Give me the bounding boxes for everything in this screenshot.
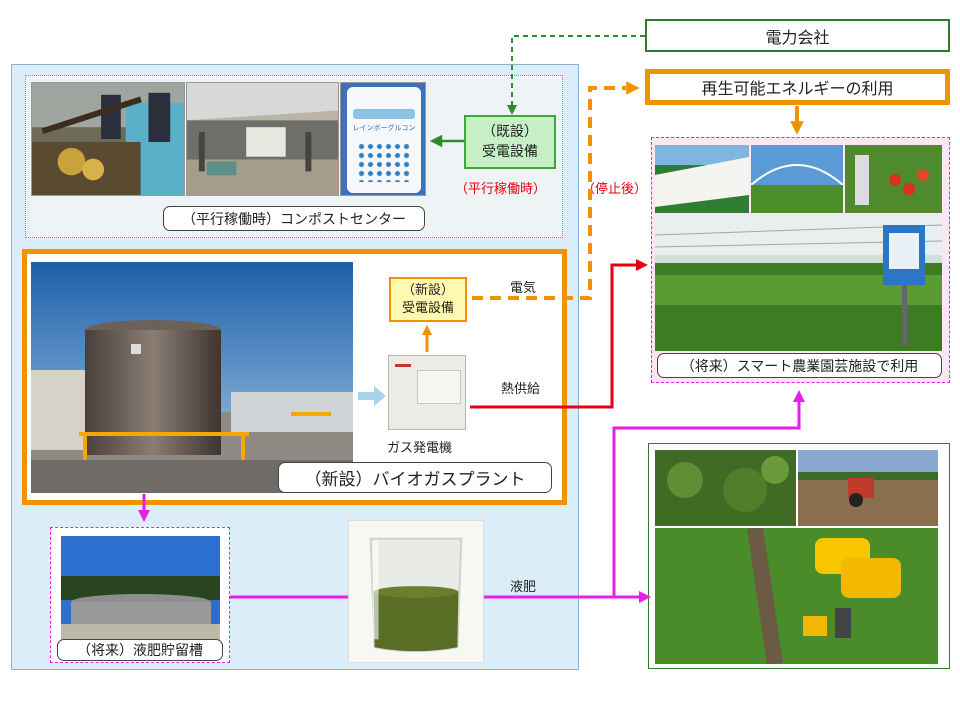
compost-bag-label: レインボーグルコン [352, 124, 416, 132]
parallel-operation-note: （平行稼働時） [455, 182, 547, 197]
gas-generator [388, 355, 466, 430]
power-company: 電力会社 [645, 19, 950, 52]
existing-substation: （既設） 受電設備 [464, 115, 556, 169]
biogas-plant-label: （新設）バイオガスプラント [278, 462, 552, 493]
smart-farm-label: （将来）スマート農業園芸施設で利用 [657, 353, 942, 378]
gas-generator-panel [417, 370, 461, 404]
compost-bag-band [353, 109, 415, 119]
smart-farm-photo-main [655, 215, 942, 351]
gas-feed-arrow [358, 386, 386, 406]
heat-supply-label: 熱供給 [501, 382, 541, 397]
edge-new-substation-to-renewable [472, 81, 640, 300]
compost-bag: レインボーグルコン [347, 87, 421, 193]
compost-photo-facility [186, 82, 339, 196]
edge-heat-supply [470, 259, 648, 409]
field-photo-paddy [655, 528, 938, 664]
smart-farm-photo-3 [845, 145, 942, 213]
electricity-label: 電気 [510, 281, 537, 296]
gas-generator-label: ガス発電機 [387, 441, 453, 456]
compost-photo-workers [31, 82, 185, 196]
edge-fertilizer-to-smartfarm [612, 390, 805, 597]
edge-power-to-existing [507, 35, 645, 115]
liquid-fertilizer-label: 液肥 [510, 580, 537, 595]
compost-photo-bag: レインボーグルコン [340, 82, 426, 196]
field-photo-soybean [655, 450, 796, 526]
renewable-energy: 再生可能エネルギーの利用 [645, 69, 950, 105]
new-substation: （新設） 受電設備 [389, 277, 467, 322]
gas-generator-stripe [395, 364, 411, 367]
smart-farm-photo-1 [655, 145, 749, 213]
liquid-fertilizer-photo [348, 520, 484, 663]
liquid-tank-photo [61, 536, 220, 640]
after-stop-note: （停止後） [582, 182, 648, 197]
smart-farm-photo-2 [751, 145, 843, 213]
field-photo-tractor [798, 450, 938, 526]
compost-center-label: （平行稼働時）コンポストセンター [163, 206, 425, 231]
liquid-tank-label: （将来）液肥貯留槽 [57, 639, 223, 661]
compost-bag-dots [357, 142, 411, 182]
